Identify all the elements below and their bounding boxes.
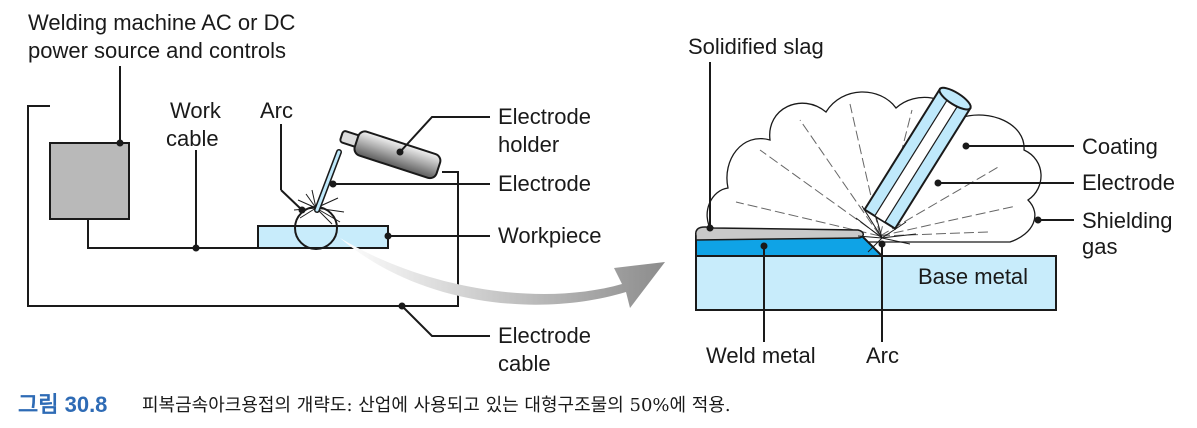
solidified-slag [695,226,864,241]
zoom-arrow [340,238,665,308]
shielding-gas-cloud [706,91,1042,243]
figure-caption: 피복금속아크용접의 개략도: 산업에 사용되고 있는 대형구조물의 50%에 적… [142,395,731,416]
circuit-schematic [27,105,459,307]
arc-label-left: Arc [260,98,293,123]
weld-detail [695,86,1057,311]
figure-number: 그림 30.8 [18,392,107,417]
workpiece-label: Workpiece [498,223,602,248]
base-metal-label: Base metal [918,264,1028,289]
coating-label: Coating [1082,134,1158,159]
electrode-label-right: Electrode [1082,170,1175,195]
circuit-wire [27,105,459,307]
power-source-label-line1: Welding machine AC or DC [28,10,295,35]
electrode-cable-label-line2: cable [498,351,551,376]
electrode-label-left: Electrode [498,171,591,196]
power-source-label-line2: power source and controls [28,38,286,63]
electrode-detail [863,86,972,230]
electrode-holder-label-line1: Electrode [498,104,591,129]
work-cable-label-line2: cable [166,126,219,151]
arc-label-right: Arc [866,343,899,368]
electrode-cable-label-line1: Electrode [498,323,591,348]
shielding-gas-label-line2: gas [1082,234,1117,259]
weld-metal-label: Weld metal [706,343,816,368]
welding-machine-box [49,142,130,220]
electrode-holder [339,130,442,180]
shielding-gas-label-line1: Shielding [1082,208,1173,233]
work-cable-wire [87,219,258,249]
work-cable-label-line1: Work [170,98,222,123]
electrode-holder-label-line2: holder [498,132,559,157]
solidified-slag-label: Solidified slag [688,34,824,59]
workpiece-plate [257,225,389,249]
